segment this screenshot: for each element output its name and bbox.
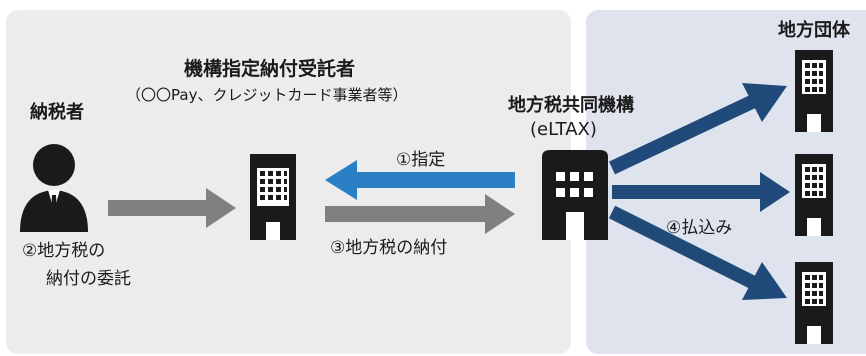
agent-title: 機構指定納付受託者: [184, 58, 356, 80]
agent-building-icon: [250, 154, 296, 240]
eltax-building-icon: [542, 150, 608, 240]
remittance-label: ④払込み: [666, 218, 733, 238]
remittance-arrows: [608, 83, 790, 300]
local-government-building-icon: [795, 154, 833, 236]
consignment-arrow: [108, 188, 236, 228]
consignment-label-line2: 納付の委託: [46, 269, 131, 289]
designation-arrow: [325, 160, 515, 200]
consignment-label-line1: ②地方税の: [22, 241, 106, 261]
eltax-subtitle: (eLTAX): [530, 119, 597, 140]
taxpayer-label: 納税者: [30, 102, 84, 123]
eltax-title: 地方税共同機構: [508, 95, 634, 116]
payment-label: ③地方税の納付: [330, 238, 448, 258]
taxpayer-person-icon: [20, 144, 88, 232]
agent-subtitle: （〇〇Pay、クレジットカード事業者等）: [126, 86, 408, 104]
payment-arrow: [325, 194, 515, 234]
local-government-building-icon: [795, 50, 833, 132]
local-government-building-icon: [795, 262, 833, 344]
designation-label: ①指定: [396, 150, 446, 170]
local-government-label: 地方団体: [778, 20, 850, 41]
